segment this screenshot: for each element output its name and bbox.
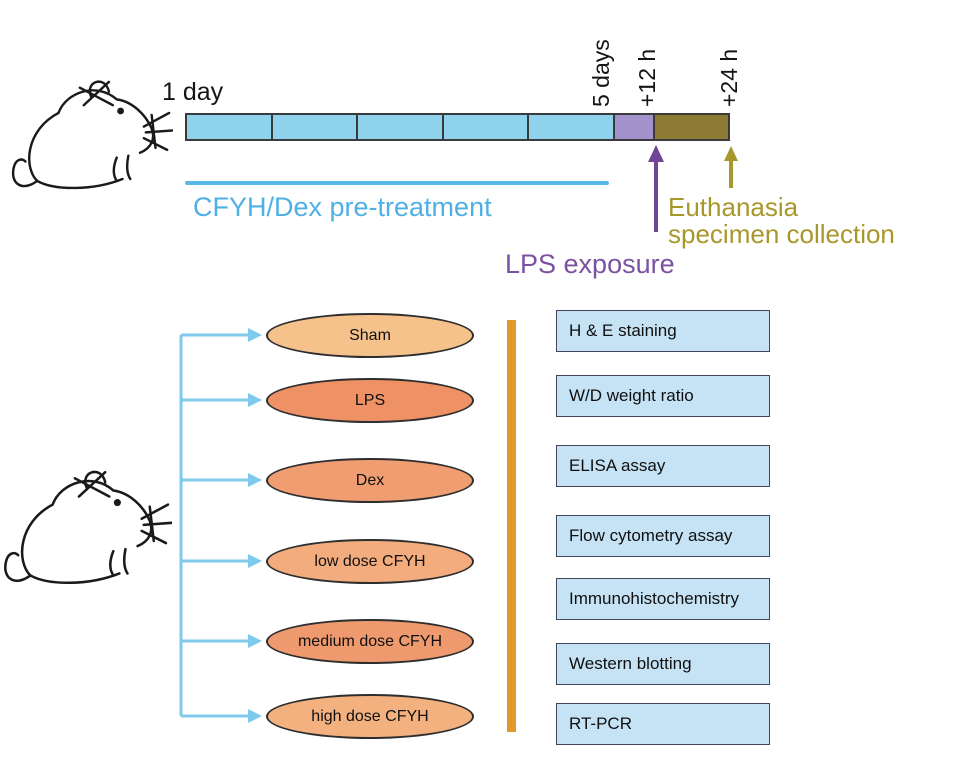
mouse-back-leg xyxy=(112,156,118,183)
mouse-tail xyxy=(11,158,39,188)
pretreatment-underline xyxy=(185,181,609,185)
timeline-day-segment-5 xyxy=(529,115,615,139)
timeline-end-time-label: +24 h xyxy=(716,48,742,107)
group-ellipse-low-dose: low dose CFYH xyxy=(266,539,474,584)
timeline-day-segment-2 xyxy=(272,115,358,139)
assay-label: ELISA assay xyxy=(569,456,666,475)
timeline-duration-label: 5 days xyxy=(588,39,614,107)
mouse-sketch-bottom xyxy=(4,470,172,585)
assay-label: W/D weight ratio xyxy=(569,386,694,405)
mouse-belly xyxy=(35,177,124,190)
mouse-eye xyxy=(113,499,121,507)
mouse-back-leg xyxy=(109,549,115,577)
mouse-front-leg xyxy=(125,154,132,181)
mouse-ear-scribble xyxy=(78,80,115,107)
timeline-day-segment-1 xyxy=(187,115,273,139)
group-ellipse-dex: Dex xyxy=(266,458,474,503)
group-label: Sham xyxy=(349,326,391,344)
timeline-post-segment xyxy=(654,115,728,139)
mouse-eye xyxy=(117,107,124,115)
assay-box-he-staining: H & E staining xyxy=(556,310,770,352)
group-ellipse-sham: Sham xyxy=(266,313,474,358)
euthanasia-label-line2: specimen collection xyxy=(668,219,895,250)
assay-label: H & E staining xyxy=(569,321,677,340)
mouse-tail xyxy=(4,551,32,582)
mouse-whiskers xyxy=(142,111,173,152)
euthanasia-label: Euthanasia specimen collection xyxy=(668,192,895,250)
group-ellipse-lps: LPS xyxy=(266,378,474,423)
group-ellipse-medium-dose: medium dose CFYH xyxy=(266,619,474,664)
timeline-lps-segment xyxy=(614,115,655,139)
group-ellipse-high-dose: high dose CFYH xyxy=(266,694,474,739)
timeline-lps-time-label: +12 h xyxy=(634,48,660,107)
assay-box-wd-ratio: W/D weight ratio xyxy=(556,375,770,417)
mouse-ear-scribble xyxy=(73,470,111,498)
assay-box-rt-pcr: RT-PCR xyxy=(556,703,770,745)
mouse-whiskers xyxy=(140,503,172,545)
assay-box-elisa: ELISA assay xyxy=(556,445,770,487)
assay-label: Flow cytometry assay xyxy=(569,526,733,545)
divider-bar xyxy=(507,320,516,732)
lps-arrow xyxy=(648,145,664,232)
branch-arrows xyxy=(179,328,262,723)
assay-label: Western blotting xyxy=(569,654,692,673)
assay-label: Immunohistochemistry xyxy=(569,589,740,608)
euthanasia-label-line1: Euthanasia xyxy=(668,192,799,222)
group-label: low dose CFYH xyxy=(314,552,426,570)
timeline-bar xyxy=(185,113,730,141)
timeline-day-segment-4 xyxy=(443,115,529,139)
assay-box-flow-cytometry: Flow cytometry assay xyxy=(556,515,770,557)
timeline-day-segment-3 xyxy=(358,115,444,139)
assay-box-immunohistochemistry: Immunohistochemistry xyxy=(556,578,770,620)
mouse-sketch-top xyxy=(11,80,173,190)
pretreatment-label: CFYH/Dex pre-treatment xyxy=(193,192,492,222)
assay-label: RT-PCR xyxy=(569,714,632,733)
lps-exposure-label: LPS exposure xyxy=(505,249,675,279)
group-label: Dex xyxy=(355,471,385,489)
group-label: medium dose CFYH xyxy=(297,632,443,650)
assay-box-western-blotting: Western blotting xyxy=(556,643,770,685)
timeline-start-label: 1 day xyxy=(162,78,224,106)
euthanasia-arrow xyxy=(724,146,738,188)
group-label: LPS xyxy=(354,391,386,409)
mouse-body xyxy=(28,89,155,183)
group-label: high dose CFYH xyxy=(311,707,429,725)
mouse-body xyxy=(20,479,153,577)
mouse-belly xyxy=(29,572,121,585)
mouse-front-leg xyxy=(122,547,129,575)
